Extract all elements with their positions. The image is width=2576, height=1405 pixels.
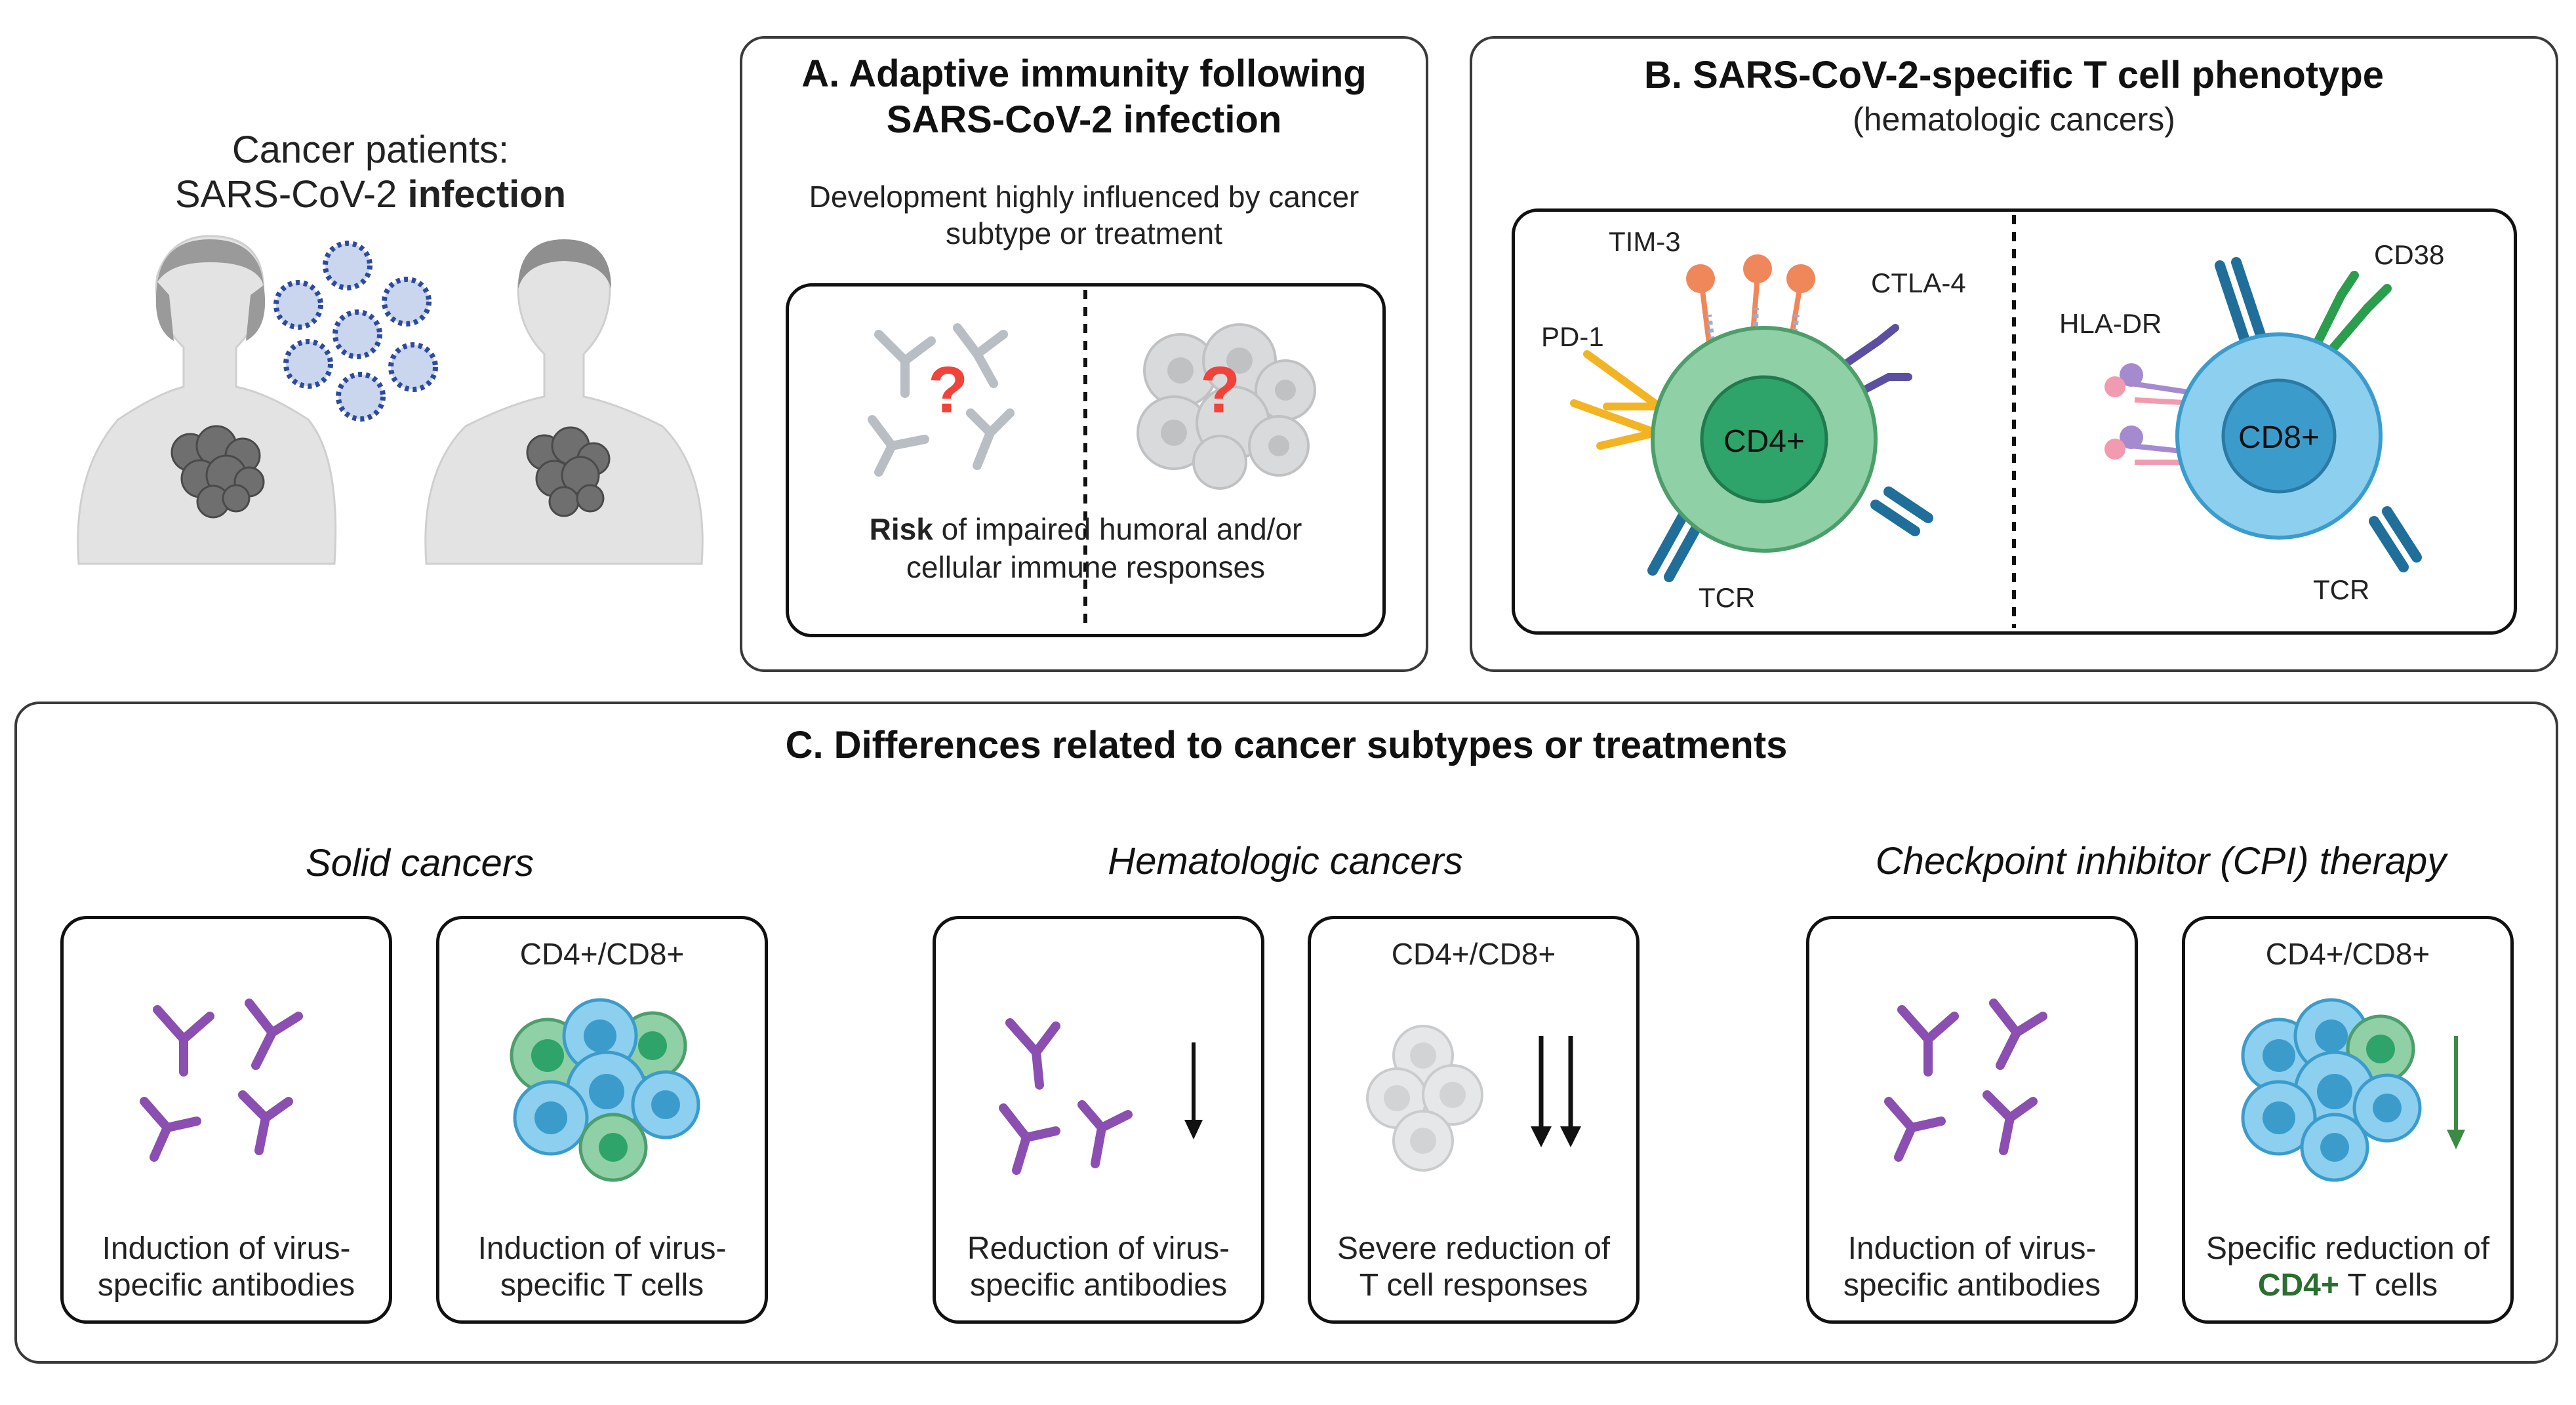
hematologic-antibody-text: Reduction of virus- specific antibodies bbox=[967, 1231, 1230, 1303]
cpi-tcell-header: CD4+/CD8+ bbox=[2265, 937, 2430, 971]
purple-antibodies-icon bbox=[999, 1018, 1133, 1175]
cd4-core-label: CD4+ bbox=[1723, 424, 1805, 459]
solid-tcell-header: CD4+/CD8+ bbox=[519, 937, 685, 971]
hematologic-tcell-header: CD4+/CD8+ bbox=[1391, 937, 1556, 971]
woman-figure bbox=[77, 235, 337, 565]
hematologic-tcell-box bbox=[1308, 916, 1640, 1324]
panel-b-divider bbox=[2012, 215, 2016, 628]
group-heading-solid: Solid cancers bbox=[305, 842, 534, 884]
pd1-receptors bbox=[1570, 350, 1663, 450]
gray-tcells-icon bbox=[1366, 1025, 1483, 1172]
hladr-receptors bbox=[2104, 363, 2198, 465]
tumor-man bbox=[526, 426, 611, 517]
solid-antibody-box bbox=[60, 916, 392, 1324]
panel-b-title: B. SARS-CoV-2-specific T cell phenotype bbox=[1644, 54, 2384, 96]
tim3-label: TIM-3 bbox=[1609, 226, 1681, 257]
down-arrow-icon bbox=[1184, 1042, 1203, 1139]
man-figure bbox=[424, 239, 704, 565]
panel-a-divider bbox=[1083, 290, 1087, 631]
cd8-tcr-receptors bbox=[2215, 257, 2422, 572]
question-mark-right: ? bbox=[1200, 353, 1241, 427]
cd4-tcr-label: TCR bbox=[1699, 582, 1756, 613]
mixed-tcells-icon bbox=[510, 998, 700, 1182]
cd38-receptors bbox=[2310, 271, 2392, 359]
tumor-woman bbox=[171, 425, 265, 519]
gray-cells-icon bbox=[1137, 323, 1316, 490]
gray-antibodies-icon bbox=[868, 323, 1015, 477]
cd38-label: CD38 bbox=[2374, 239, 2445, 270]
cd8-core-label: CD8+ bbox=[2238, 420, 2320, 455]
blue-tcells-icon bbox=[2241, 998, 2422, 1182]
patients-illustration bbox=[77, 235, 704, 565]
cd4-cell-illustration bbox=[1570, 254, 1933, 582]
purple-antibodies-icon bbox=[140, 999, 303, 1162]
panel-a-title: A. Adaptive immunity following SARS-CoV-… bbox=[801, 52, 1367, 141]
purple-antibodies-icon bbox=[1884, 999, 2047, 1162]
cpi-tcell-text: Specific reduction of CD4+ T cells bbox=[2205, 1231, 2490, 1303]
cd4-highlight: CD4+ bbox=[2257, 1268, 2339, 1303]
intro-line-1: Cancer patients: bbox=[231, 129, 510, 171]
solid-antibody-text: Induction of virus- specific antibodies bbox=[97, 1231, 355, 1303]
cpi-antibody-text: Induction of virus- specific antibodies bbox=[1843, 1231, 2101, 1303]
green-down-arrow-icon bbox=[2447, 1036, 2465, 1149]
virus-cluster bbox=[273, 241, 438, 422]
group-heading-hematologic: Hematologic cancers bbox=[1108, 840, 1463, 882]
intro-line-2: SARS-CoV-2 infection bbox=[174, 173, 567, 216]
cd8-cell-illustration bbox=[2104, 257, 2422, 572]
ctla4-label: CTLA-4 bbox=[1871, 267, 1966, 298]
hematologic-tcell-text: Severe reduction of T cell responses bbox=[1337, 1231, 1611, 1303]
panel-c bbox=[14, 702, 2558, 1364]
cpi-antibody-box bbox=[1806, 916, 2138, 1324]
panel-c-title: C. Differences related to cancer subtype… bbox=[785, 724, 1788, 766]
double-down-arrow-icon bbox=[1531, 1036, 1581, 1147]
intro-title: Cancer patients: SARS-CoV-2 infection bbox=[85, 128, 656, 217]
panel-a-description: Development highly influenced by cancer … bbox=[809, 180, 1359, 250]
question-mark-left: ? bbox=[928, 353, 969, 427]
cd8-tcr-label: TCR bbox=[2313, 574, 2370, 605]
solid-tcell-text: Induction of virus- specific T cells bbox=[477, 1231, 727, 1303]
hladr-label: HLA-DR bbox=[2059, 308, 2162, 339]
panel-a-risk-text: Risk of impaired humoral and/or cellular… bbox=[869, 512, 1302, 584]
group-heading-cpi: Checkpoint inhibitor (CPI) therapy bbox=[1875, 840, 2447, 882]
panel-b-subtitle: (hematologic cancers) bbox=[1853, 101, 2175, 138]
pd1-label: PD-1 bbox=[1541, 321, 1604, 352]
